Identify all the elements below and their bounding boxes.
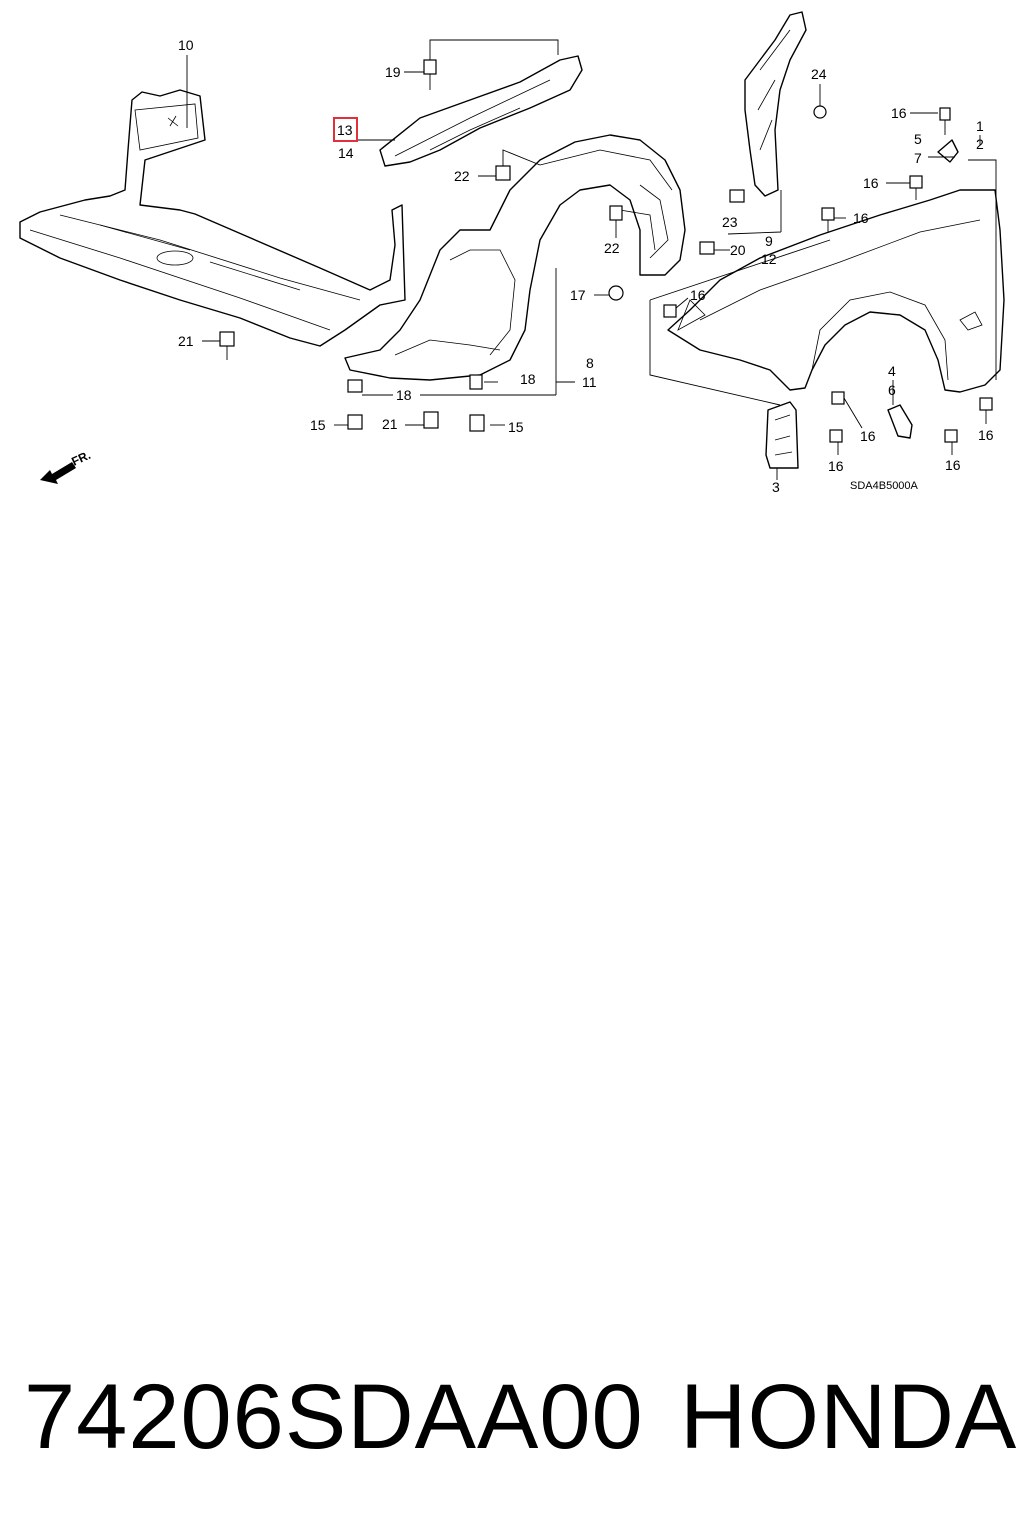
callout-6: 6 [888,382,896,398]
callout-7: 7 [914,150,922,166]
callout-15-right: 15 [508,419,524,435]
callout-16-lower-d: 16 [945,457,961,473]
bolt-23 [729,189,745,203]
fender-support-bracket [887,404,913,439]
clip-22-upper [495,165,511,181]
callout-11: 11 [582,374,597,390]
callout-16-lower-c: 16 [828,458,844,474]
engine-undercover [19,89,406,347]
clip-19 [423,59,437,90]
callout-16-lower-b: 16 [978,427,994,443]
callout-16-left: 16 [690,287,706,303]
callout-10: 10 [178,37,194,53]
callout-9: 9 [765,233,773,249]
callout-16-top: 16 [891,105,907,121]
callout-16-lower-a: 16 [860,428,876,444]
fasteners [219,59,993,443]
fender-mounting-bracket [765,401,799,469]
bolt-15-right [469,414,485,432]
callout-22-lower: 22 [604,240,620,256]
callout-22-upper: 22 [454,168,470,184]
callout-21-left: 21 [178,333,194,349]
drawing-code: SDA4B5000A [850,480,919,492]
assembly-outline [649,190,997,406]
fender-upper-bracket [937,139,959,163]
callout-18-right: 18 [520,371,536,387]
front-fender-upper-molding [379,55,583,167]
front-marker-label: FR. [69,448,92,469]
callout-19: 19 [385,64,401,80]
front-arrow-icon [40,462,76,484]
nut-20 [699,241,715,255]
part-number: 74206SDAA00 [24,1366,644,1468]
callout-labels: 10 19 13 14 24 16 1 2 5 7 16 22 23 16 9 … [178,37,994,495]
clip-22-lower [609,205,623,221]
callout-18-left: 18 [396,387,412,403]
bolt-15-left [347,414,363,430]
front-fender-panel [667,189,1005,393]
brand-name: HONDA [680,1366,1018,1468]
fender-liner [344,134,686,381]
nut-18-left [347,379,363,393]
front-direction-marker: FR. [40,448,93,484]
callout-16-mid: 16 [853,210,869,226]
callout-5: 5 [914,131,922,147]
callout-17: 17 [570,287,586,303]
callout-8: 8 [586,355,594,371]
callout-13: 13 [337,122,353,138]
callout-16-upper: 16 [863,175,879,191]
callout-24: 24 [811,66,827,82]
callout-14: 14 [338,145,354,161]
bolt-16-mid [821,207,835,232]
callout-23: 23 [722,214,738,230]
callout-15-left: 15 [310,417,326,433]
bolt-16-lower-a [831,391,845,405]
parts-diagram: 10 19 13 14 24 16 1 2 5 7 16 22 23 16 9 … [19,11,1005,495]
callout-20: 20 [730,242,746,258]
highlight-box [333,117,358,142]
bolt-16-lower-d [979,397,993,411]
bolt-16-lower-b [829,429,843,443]
fender-splash-bracket [744,11,807,197]
callout-3: 3 [772,479,780,495]
clip-21-bottom [423,411,439,429]
callout-1: 1 [976,118,984,134]
clip-24 [813,105,827,119]
leader-lines [186,39,997,480]
screw-17 [608,285,624,301]
callout-2: 2 [976,136,984,152]
bolt-16-top [939,107,951,135]
bolt-16-left [663,304,677,318]
clip-21-left [219,331,235,360]
bolt-16-upper [909,175,923,200]
callout-12: 12 [761,251,777,267]
callout-4: 4 [888,363,896,379]
nut-18-right [469,374,483,390]
callout-21-bottom: 21 [382,416,398,432]
bolt-16-lower-c [944,429,958,443]
